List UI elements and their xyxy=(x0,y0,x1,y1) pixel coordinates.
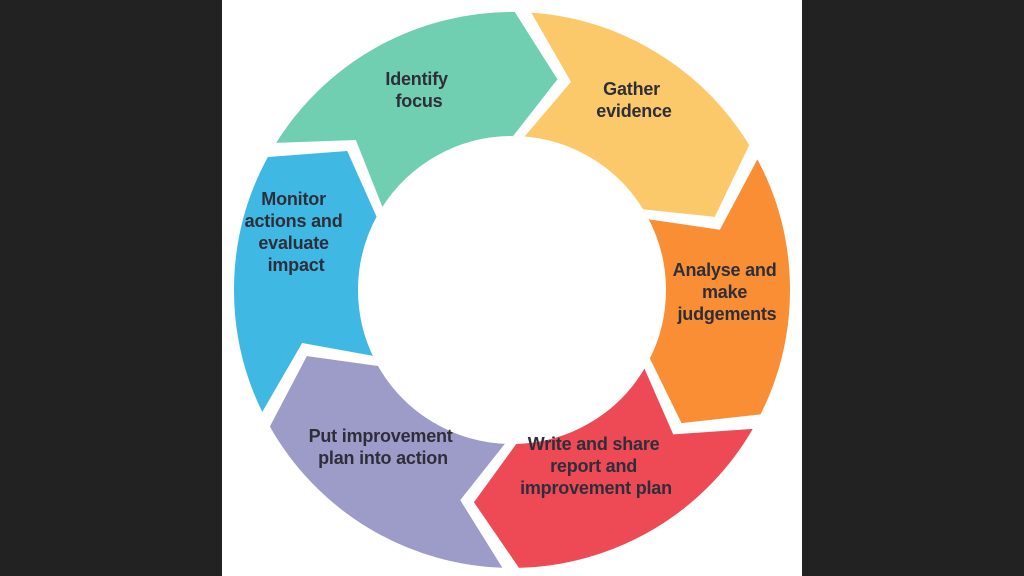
cycle-step-analyse: Analyse and make judgements xyxy=(641,150,794,428)
cycle-step-gather-evidence: Gather evidence xyxy=(516,8,754,222)
cycle-step-monitor: Monitor actions and evaluate impact xyxy=(230,146,382,421)
cycle-arrow-gather-evidence xyxy=(516,8,754,222)
step-label-line: judgements xyxy=(676,304,776,324)
step-label-line: evidence xyxy=(596,101,672,121)
cycle-arrow-monitor xyxy=(230,146,382,421)
step-label-line: impact xyxy=(268,255,325,275)
step-label-line: Analyse and xyxy=(673,260,777,280)
step-label-line: report and xyxy=(550,456,637,476)
step-label-line: make xyxy=(702,282,747,302)
step-label-line: Identify xyxy=(385,69,448,89)
cycle-center-hole xyxy=(362,140,662,440)
step-label-identify-focus: Identify focus xyxy=(385,69,452,111)
step-label-line: plan into action xyxy=(318,448,448,468)
step-label-write-report: Write and share report and improvement p… xyxy=(520,434,672,498)
step-label-line: Put improvement xyxy=(309,426,453,446)
step-label-line: evaluate xyxy=(258,233,329,253)
cycle-step-put-into-action: Put improvement plan into action xyxy=(265,351,513,572)
cycle-arrow-identify-focus xyxy=(268,7,563,216)
step-label-put-into-action: Put improvement plan into action xyxy=(309,426,458,468)
step-label-line: Write and share xyxy=(528,434,660,454)
cycle-arrow-analyse xyxy=(641,150,794,428)
cycle-arrow-put-into-action xyxy=(265,351,513,572)
step-label-analyse: Analyse and make judgements xyxy=(673,260,782,324)
cycle-step-write-report: Write and share report and improvement p… xyxy=(469,359,760,572)
step-label-gather-evidence: Gather evidence xyxy=(596,79,672,121)
step-label-line: focus xyxy=(395,91,442,111)
cycle-arrow-write-report xyxy=(469,359,760,572)
step-label-line: actions and xyxy=(245,211,343,231)
step-label-line: Monitor xyxy=(261,189,326,209)
step-label-monitor: Monitor actions and evaluate impact xyxy=(245,189,348,275)
cycle-step-identify-focus: Identify focus xyxy=(268,7,563,216)
step-label-line: improvement plan xyxy=(520,478,672,498)
step-label-line: Gather xyxy=(603,79,660,99)
